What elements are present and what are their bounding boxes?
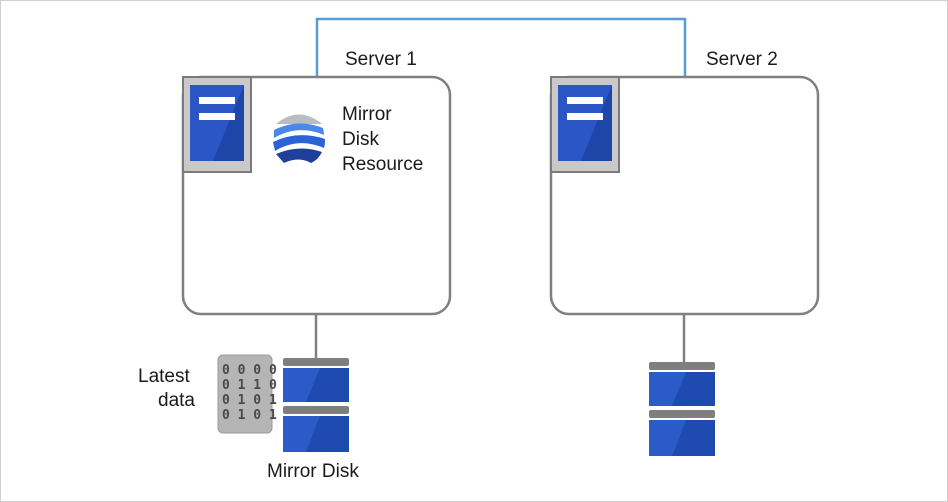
mirror-disk-1-icon[interactable]	[283, 358, 349, 452]
mirror-disk-resource-line-2: Disk	[342, 129, 379, 150]
latest-data-line-2: data	[158, 390, 195, 411]
mirror-disk-label: Mirror Disk	[267, 461, 359, 482]
bits-row-2: 0 1 1 0	[222, 378, 277, 393]
bits-row-1: 0 0 0 0	[222, 363, 277, 378]
mirror-disk-resource-line-3: Resource	[342, 154, 423, 175]
bits-row-3: 0 1 0 1	[222, 393, 277, 408]
server-1-icon	[182, 76, 252, 173]
network-line	[315, 17, 687, 77]
latest-data-line-1: Latest	[138, 366, 190, 387]
server-2-label: Server 2	[706, 49, 778, 70]
mirror-disk-resource-icon	[273, 111, 325, 163]
binary-data-icon: 0 0 0 0 0 1 1 0 0 1 0 1 0 1 0 1	[217, 354, 277, 434]
server-1-label: Server 1	[345, 49, 417, 70]
server-2-icon	[550, 76, 620, 173]
mirror-disk-resource-line-1: Mirror	[342, 104, 392, 125]
bits-row-4: 0 1 0 1	[222, 408, 277, 423]
mirror-disk-2-icon[interactable]	[649, 362, 715, 456]
